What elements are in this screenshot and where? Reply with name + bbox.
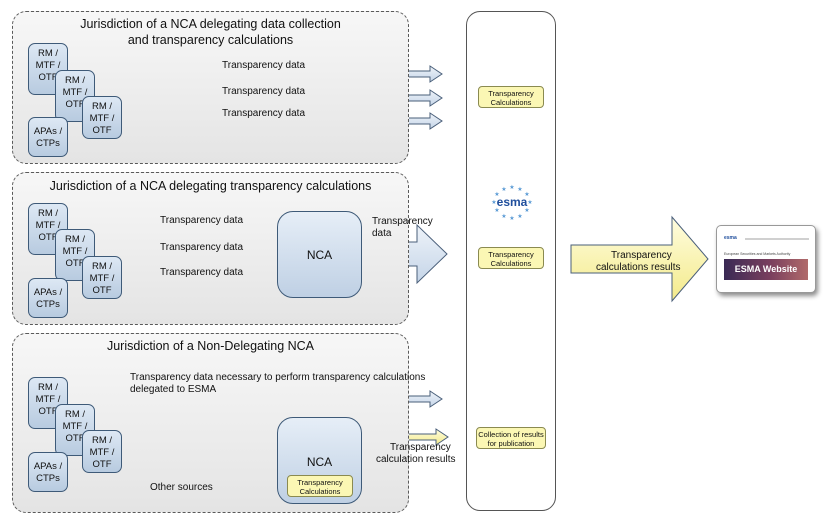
svg-text:★: ★ bbox=[501, 213, 506, 220]
arrow-label: Transparency data bbox=[222, 60, 306, 71]
venue-box: RM /MTF /OTF bbox=[82, 430, 122, 473]
big-arrow-label-2: calculations results bbox=[596, 262, 681, 273]
svg-text:★: ★ bbox=[517, 186, 522, 193]
results-to-website-arrow bbox=[570, 215, 709, 303]
svg-text:★: ★ bbox=[517, 213, 522, 220]
website-logo: esma bbox=[724, 235, 737, 241]
panel-title-middle: Jurisdiction of a NCA delegating transpa… bbox=[49, 179, 372, 193]
arrow-label: Transparency data bbox=[160, 215, 244, 226]
esma-website-thumbnail: esma European Securities and Markets Aut… bbox=[716, 225, 816, 293]
calc-results-label-1: Transparency bbox=[390, 442, 451, 453]
arrow-label: Transparency data bbox=[160, 267, 244, 278]
svg-text:★: ★ bbox=[509, 184, 514, 191]
website-banner: ESMA Website bbox=[724, 259, 808, 280]
panel-title-top: Jurisdiction of a NCA delegating data co… bbox=[80, 17, 341, 47]
big-arrow-label-1: Transparency bbox=[611, 250, 672, 261]
esma-logo: ★★★ ★★★ ★★★ ★★★ esma bbox=[486, 183, 538, 223]
panel-title-bottom: Jurisdiction of a Non-Delegating NCA bbox=[106, 339, 315, 353]
svg-text:★: ★ bbox=[494, 207, 499, 214]
venue-box: RM /MTF /OTF bbox=[82, 256, 122, 299]
nca-to-esma-label-1: Transparency bbox=[372, 216, 433, 227]
esma-stars-icon: ★★★ ★★★ ★★★ ★★★ bbox=[491, 184, 532, 222]
venue-box: RM /MTF /OTF bbox=[55, 229, 95, 281]
venue-box: RM /MTF /OTF bbox=[55, 70, 95, 122]
apa-box: APAs /CTPs bbox=[28, 117, 68, 157]
arrow-label: Transparency data bbox=[222, 86, 306, 97]
long-arrow-label-1: Transparency data necessary to perform t… bbox=[130, 372, 426, 383]
website-nav bbox=[745, 238, 809, 240]
svg-text:★: ★ bbox=[524, 191, 529, 198]
nca-to-esma-label-2: data bbox=[372, 228, 392, 239]
nca-box-middle: NCA bbox=[277, 211, 362, 298]
svg-text:★: ★ bbox=[524, 207, 529, 214]
arrow-label: Transparency data bbox=[222, 108, 306, 119]
esma-logo-text: esma bbox=[496, 195, 528, 209]
website-subtitle: European Securities and Markets Authorit… bbox=[724, 252, 791, 256]
svg-text:★: ★ bbox=[491, 199, 496, 206]
svg-text:★: ★ bbox=[527, 199, 532, 206]
other-sources-label: Other sources bbox=[150, 482, 213, 493]
venue-box: RM /MTF /OTF bbox=[82, 96, 122, 139]
svg-text:★: ★ bbox=[501, 186, 506, 193]
panel-delegating-collection: Jurisdiction of a NCA delegating data co… bbox=[12, 11, 409, 164]
apa-box: APAs /CTPs bbox=[28, 278, 68, 318]
long-arrow-label-2: delegated to ESMA bbox=[130, 384, 217, 395]
svg-text:★: ★ bbox=[494, 191, 499, 198]
svg-text:★: ★ bbox=[509, 215, 514, 222]
calc-results-label-2: calculation results bbox=[376, 454, 456, 465]
website-heading: ESMA Website bbox=[734, 264, 798, 274]
apa-box: APAs /CTPs bbox=[28, 452, 68, 492]
arrow-label: Transparency data bbox=[160, 242, 244, 253]
